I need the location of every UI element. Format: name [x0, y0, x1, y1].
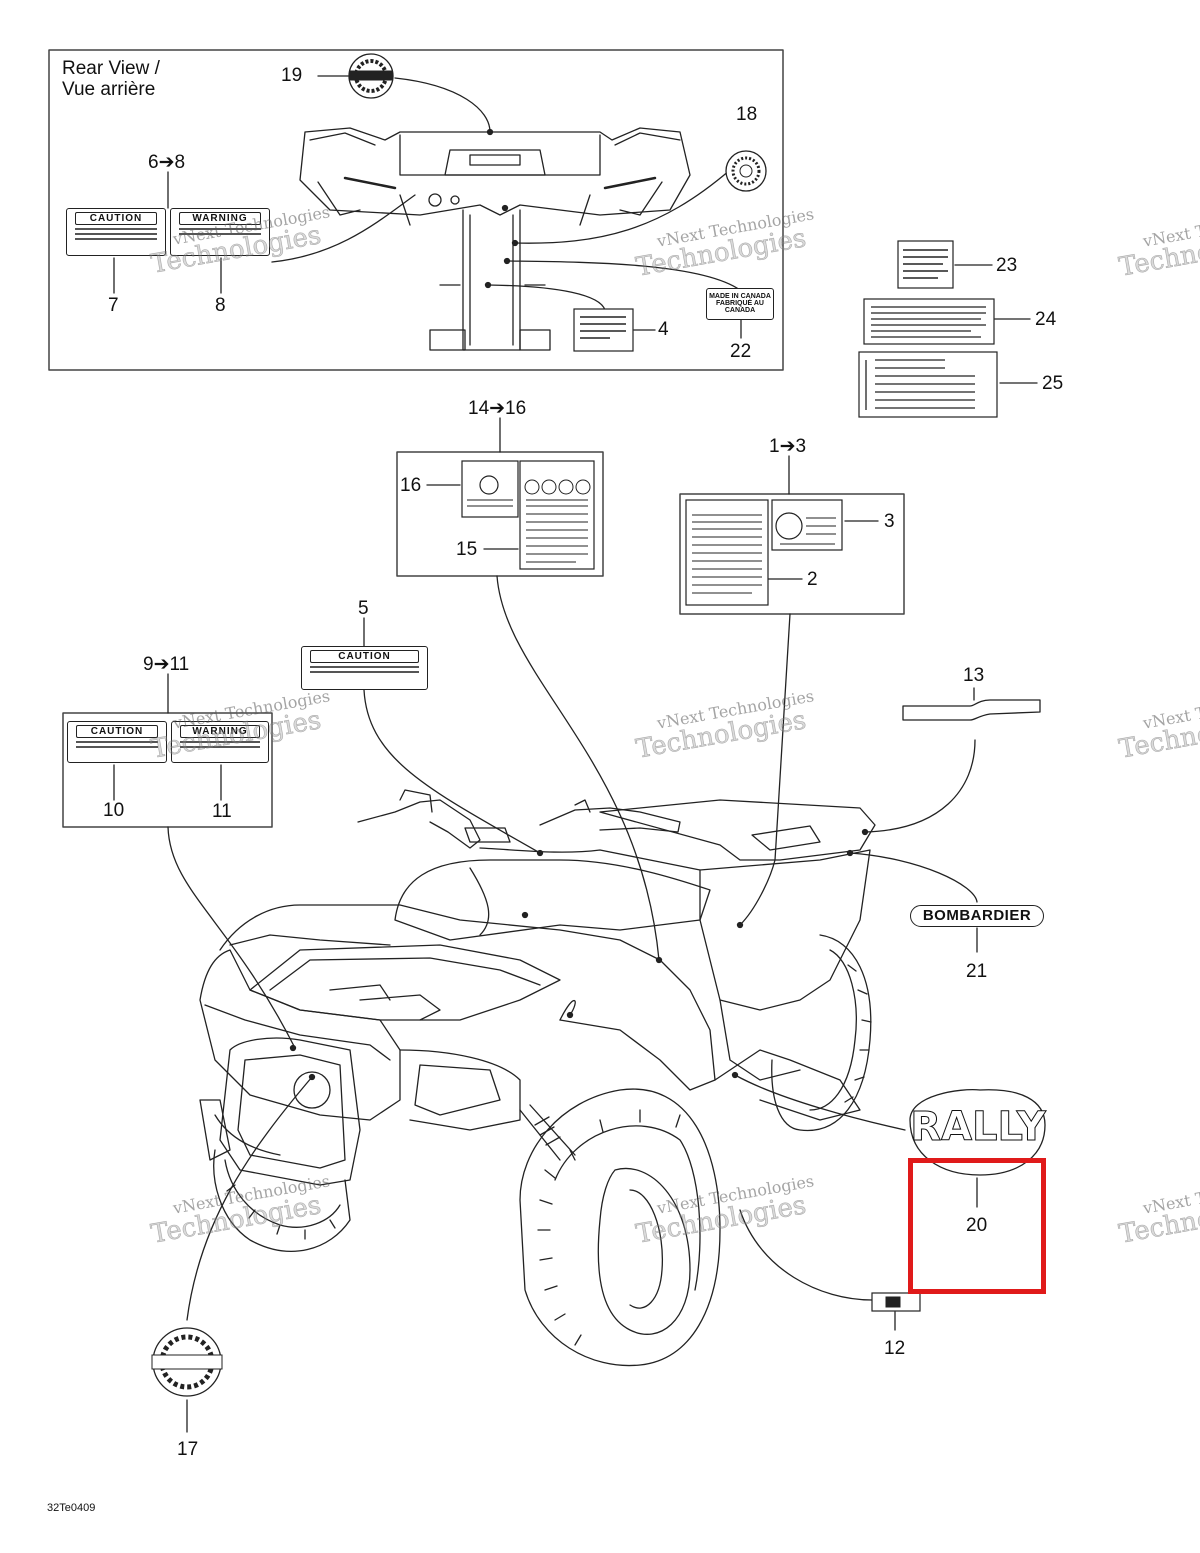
rear-view-vehicle [299, 127, 691, 351]
caution-label-heading: CAUTION [75, 212, 157, 225]
callout-7: 7 [108, 295, 119, 316]
warning-label-heading: WARNING [179, 212, 261, 225]
callout-8: 8 [215, 295, 226, 316]
warning-labels-1-3 [685, 499, 843, 606]
emblem-17 [151, 1327, 223, 1397]
callout-5: 5 [358, 598, 369, 619]
warning-label-11: WARNING [171, 721, 269, 763]
caution-label-7: CAUTION [66, 208, 166, 256]
caution-label-5: CAUTION [301, 646, 428, 690]
callout-11: 11 [212, 801, 232, 822]
warning-label-8: WARNING [170, 208, 270, 256]
made-in-canada-label: MADE IN CANADA FABRIQUÉ AU CANADA [706, 288, 774, 320]
rear-view-title-en: Rear View / [62, 58, 160, 79]
caution-label-heading: CAUTION [76, 725, 158, 738]
rally-badge-text: RALLY [910, 1104, 1046, 1151]
decal-12 [871, 1292, 921, 1312]
callout-17: 17 [177, 1439, 199, 1460]
callout-3: 3 [884, 511, 895, 532]
warning-label-heading: WARNING [180, 725, 260, 738]
callout-13: 13 [963, 665, 985, 686]
made-in-canada-fr: FABRIQUÉ AU CANADA [716, 300, 764, 314]
bombardier-badge-text: BOMBARDIER [922, 907, 1032, 924]
rally-badge: RALLY [908, 1104, 1048, 1151]
highlight-box-item-20 [908, 1158, 1046, 1294]
callout-16: 16 [400, 475, 422, 496]
callout-10: 10 [103, 800, 125, 821]
callout-12: 12 [884, 1338, 906, 1359]
callout-15: 15 [456, 539, 478, 560]
decal-4 [573, 308, 634, 352]
decal-25 [858, 351, 998, 418]
emblem-19 [348, 53, 394, 99]
callout-4: 4 [658, 319, 669, 340]
caution-label-10: CAUTION [67, 721, 167, 763]
atv-vehicle [199, 789, 876, 1367]
callout-14-16: 14➔16 [468, 398, 527, 419]
callout-25: 25 [1042, 373, 1064, 394]
rear-view-title-fr: Vue arrière [62, 79, 156, 100]
emblem-18 [725, 150, 767, 192]
rally-badge-outline [909, 1089, 1046, 1176]
callout-22: 22 [730, 341, 752, 362]
callout-24: 24 [1035, 309, 1057, 330]
callout-20: 20 [966, 1215, 988, 1236]
callout-18: 18 [736, 104, 758, 125]
callout-19: 19 [281, 65, 303, 86]
callout-21: 21 [966, 961, 988, 982]
drawing-code: 32Te0409 [47, 1502, 96, 1514]
bombardier-badge: BOMBARDIER [910, 905, 1044, 927]
callout-9-11: 9➔11 [143, 654, 190, 675]
callout-23: 23 [996, 255, 1018, 276]
decal-24 [863, 298, 995, 345]
caution-label-heading: CAUTION [310, 650, 419, 663]
made-in-canada-en: MADE IN CANADA [709, 293, 771, 300]
callout-1-3: 1➔3 [769, 436, 807, 457]
decal-23 [897, 240, 954, 289]
rear-view-frame [48, 49, 784, 371]
callout-6-8: 6➔8 [148, 152, 186, 173]
warning-labels-14-16 [461, 460, 595, 570]
rear-view-title: Rear View / Vue arrière [62, 58, 160, 100]
callout-2: 2 [807, 569, 818, 590]
